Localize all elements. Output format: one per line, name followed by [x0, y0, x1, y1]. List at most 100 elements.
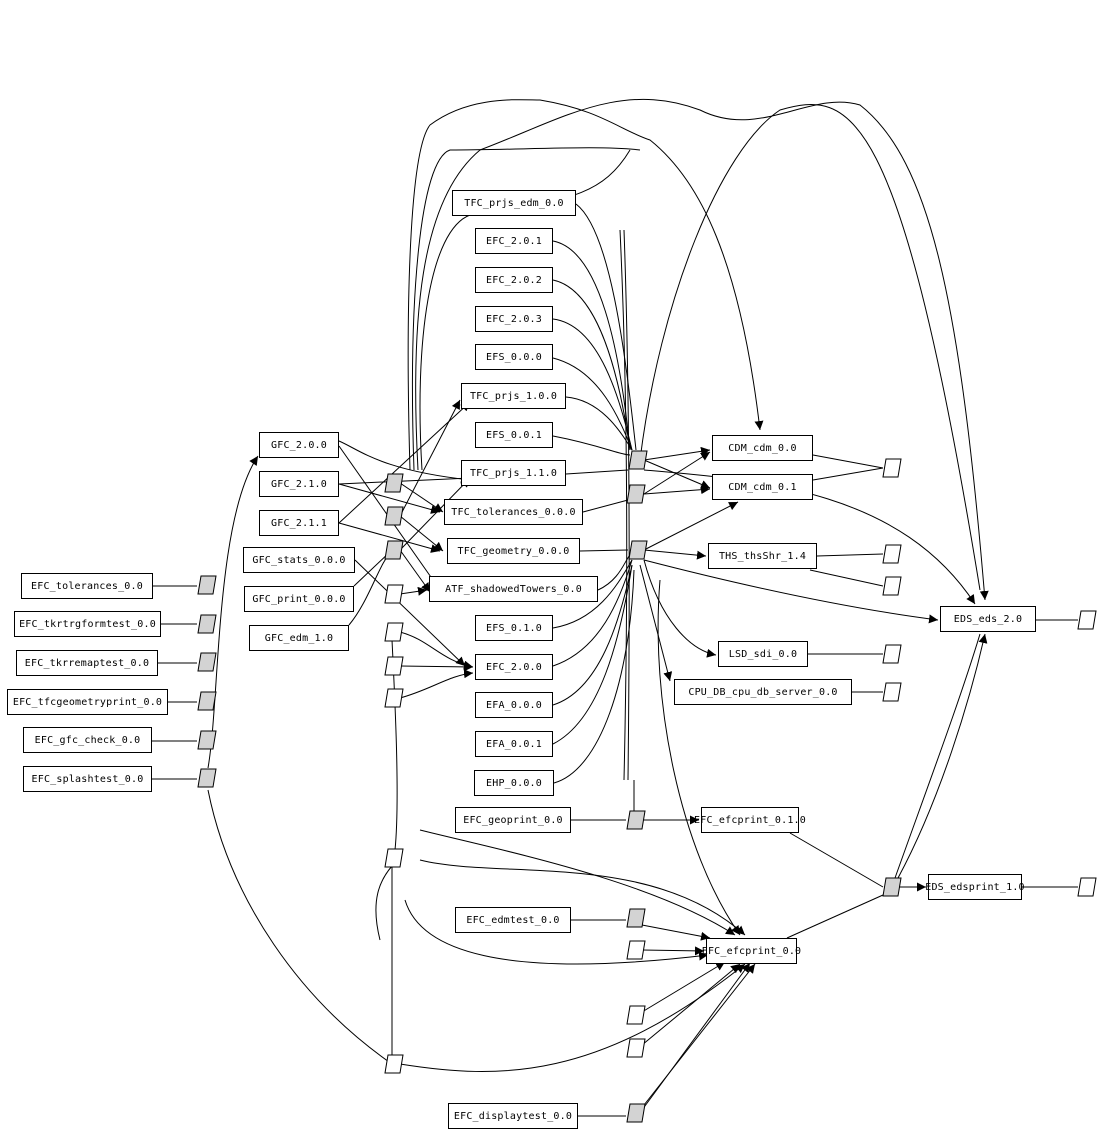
node-efc-tkrremaptest[interactable]: EFC_tkrremaptest_0.0	[16, 650, 158, 676]
node-efc-efcprint-0-0[interactable]: EFC_efcprint_0.0	[702, 938, 801, 964]
node-cdm-cdm-0-0[interactable]: CDM_cdm_0.0	[712, 435, 813, 461]
node-eds-edsprint[interactable]: EDS_edsprint_1.0	[925, 874, 1025, 900]
edge	[597, 554, 631, 591]
connector-port-filled	[197, 768, 217, 788]
node-efc-geoprint[interactable]: EFC_geoprint_0.0	[455, 807, 571, 833]
edge	[643, 559, 717, 658]
node-efc-tfcgeometryprint[interactable]: EFC_tfcgeometryprint_0.0	[7, 689, 168, 715]
connector-port-filled	[626, 1103, 646, 1123]
node-gfc-print[interactable]: GFC_print_0.0.0	[244, 586, 354, 612]
edge	[552, 318, 633, 451]
node-efc-tolerances[interactable]: EFC_tolerances_0.0	[21, 573, 153, 599]
edge	[419, 829, 736, 936]
edge	[789, 832, 884, 888]
connector-port-filled	[197, 730, 217, 750]
connector-port-empty	[626, 1005, 646, 1025]
edge	[399, 399, 461, 517]
node-efc-gfc-check[interactable]: EFC_gfc_check_0.0	[23, 727, 152, 753]
node-efs-0-1-0[interactable]: EFS_0.1.0	[475, 615, 553, 641]
edge	[643, 963, 756, 1106]
node-efc-displaytest[interactable]: EFC_displaytest_0.0	[448, 1103, 578, 1129]
node-lsd-sdi[interactable]: LSD_sdi_0.0	[718, 641, 808, 667]
edge	[643, 459, 711, 489]
connector-port-empty	[384, 1054, 404, 1074]
node-efs-0-0-1[interactable]: EFS_0.0.1	[475, 422, 553, 448]
edge	[348, 551, 393, 626]
connector-port-filled	[628, 450, 648, 470]
node-gfc-stats[interactable]: GFC_stats_0.0.0	[243, 547, 355, 573]
edge	[399, 549, 431, 593]
connector-port-empty	[882, 644, 902, 664]
node-cdm-cdm-0-1[interactable]: CDM_cdm_0.1	[712, 474, 813, 500]
node-tfc-prjs-edm[interactable]: TFC_prjs_edm_0.0	[452, 190, 576, 216]
connector-port-empty	[882, 458, 902, 478]
connector-port-empty	[1077, 877, 1097, 897]
edge	[816, 553, 884, 557]
node-tfc-geometry[interactable]: TFC_geometry_0.0.0	[447, 538, 580, 564]
node-efc-2-0-0[interactable]: EFC_2.0.0	[475, 654, 553, 680]
edge	[207, 789, 393, 1065]
edge	[552, 564, 633, 745]
edge	[812, 454, 884, 469]
edge	[399, 631, 474, 670]
edge	[575, 203, 637, 451]
node-tfc-prjs-1-0-0[interactable]: TFC_prjs_1.0.0	[461, 383, 566, 409]
edge	[407, 99, 764, 471]
edge	[643, 501, 739, 551]
connector-port-empty	[882, 576, 902, 596]
connector-port-empty	[384, 848, 404, 868]
node-efa-0-0-0[interactable]: EFA_0.0.0	[475, 692, 553, 718]
node-ehp-0-0-0[interactable]: EHP_0.0.0	[474, 770, 554, 796]
node-tfc-tolerances[interactable]: TFC_tolerances_0.0.0	[444, 499, 583, 525]
edge	[641, 962, 751, 1111]
edge	[809, 569, 884, 587]
node-cpu-db-server[interactable]: CPU_DB_cpu_db_server_0.0	[674, 679, 852, 705]
node-eds-eds-2-0[interactable]: EDS_eds_2.0	[940, 606, 1036, 632]
node-efc-2-0-1[interactable]: EFC_2.0.1	[475, 228, 553, 254]
edge	[338, 522, 441, 553]
node-gfc-edm[interactable]: GFC_edm_1.0	[249, 625, 349, 651]
node-gfc-2-1-0[interactable]: GFC_2.1.0	[259, 471, 339, 497]
connector-port-empty	[384, 584, 404, 604]
node-efc-tkrtrgformtest[interactable]: EFC_tkrtrgformtest_0.0	[14, 611, 161, 637]
edge	[565, 469, 629, 475]
node-efs-0-0-0[interactable]: EFS_0.0.0	[475, 344, 553, 370]
node-ths-thsshr[interactable]: THS_thsShr_1.4	[708, 543, 817, 569]
connector-port-filled	[626, 810, 646, 830]
edge	[641, 961, 726, 1013]
edge	[639, 564, 673, 682]
connector-port-empty	[626, 940, 646, 960]
edge	[643, 469, 976, 605]
edge	[897, 633, 988, 879]
node-gfc-2-0-0[interactable]: GFC_2.0.0	[259, 432, 339, 458]
connector-port-filled	[197, 691, 217, 711]
connector-port-filled	[384, 506, 404, 526]
edge	[399, 662, 474, 672]
edge	[619, 229, 628, 781]
edge	[399, 963, 746, 1072]
node-efc-edmtest[interactable]: EFC_edmtest_0.0	[455, 907, 571, 933]
node-efc-efcprint-0-1-0[interactable]: EFC_efcprint_0.1.0	[694, 807, 806, 833]
node-efc-2-0-2[interactable]: EFC_2.0.2	[475, 267, 553, 293]
node-tfc-prjs-1-1-0[interactable]: TFC_prjs_1.1.0	[461, 460, 566, 486]
node-gfc-2-1-1[interactable]: GFC_2.1.1	[259, 510, 339, 536]
connector-port-empty	[384, 622, 404, 642]
edge	[657, 579, 741, 936]
edge	[639, 104, 981, 591]
edge	[552, 435, 631, 456]
edge	[553, 569, 635, 784]
node-atf-shadowedtowers[interactable]: ATF_shadowedTowers_0.0	[429, 576, 598, 602]
edge	[415, 98, 989, 601]
node-efc-splashtest[interactable]: EFC_splashtest_0.0	[23, 766, 152, 792]
edge	[399, 515, 444, 552]
node-efc-2-0-3[interactable]: EFC_2.0.3	[475, 306, 553, 332]
edge	[643, 559, 939, 624]
edge	[641, 924, 711, 941]
edge	[582, 499, 629, 513]
edge	[404, 899, 709, 965]
edge	[643, 549, 707, 560]
edge	[552, 357, 633, 451]
edge	[552, 559, 633, 667]
node-efa-0-0-1[interactable]: EFA_0.0.1	[475, 731, 553, 757]
